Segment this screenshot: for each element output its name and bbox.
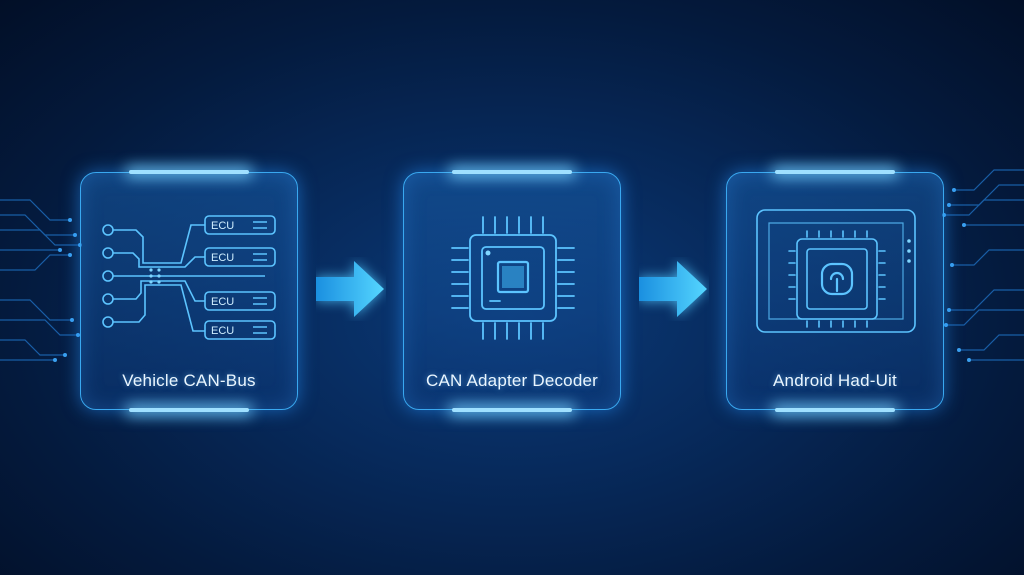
head-unit-chip-icon <box>756 209 916 333</box>
circuit-traces-left <box>0 199 82 362</box>
ecu-label: ECU <box>211 252 234 264</box>
node-label: CAN Adapter Decoder <box>426 371 598 390</box>
node-label: Vehicle CAN-Bus <box>122 371 256 390</box>
ecu-label: ECU <box>211 220 234 232</box>
microchip-icon <box>451 216 575 340</box>
flow-arrow-icon <box>639 261 707 317</box>
ecu-label: ECU <box>211 296 234 308</box>
circuit-traces-right <box>942 169 1024 362</box>
node-can-adapter-decoder: CAN Adapter Decoder <box>403 170 621 412</box>
can-bus-ecu-icon: ECU ECU ECU ECU <box>102 215 276 340</box>
node-label: Android Had-Uit <box>773 371 897 390</box>
flow-arrow-icon <box>316 261 384 317</box>
node-vehicle-can-bus: ECU ECU ECU ECU Vehicle CAN-Bus <box>80 170 298 412</box>
ecu-label: ECU <box>211 325 234 337</box>
node-android-head-unit: Android Had-Uit <box>726 170 944 412</box>
